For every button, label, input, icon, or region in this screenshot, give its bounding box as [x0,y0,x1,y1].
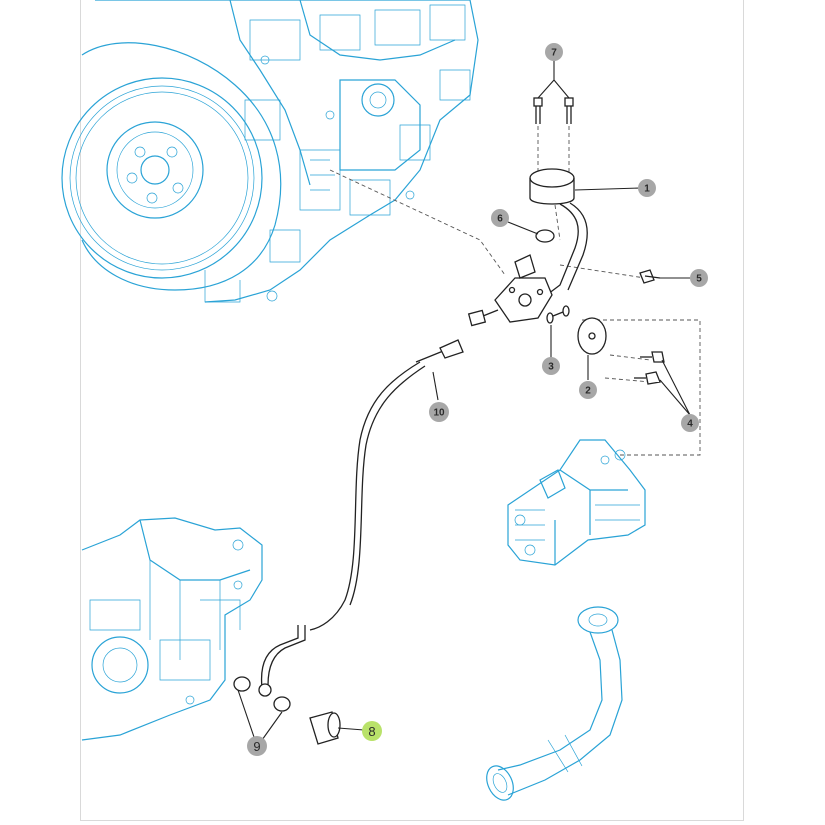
svg-text:6: 6 [497,214,503,225]
svg-text:2: 2 [585,386,591,397]
engine-block [61,0,479,303]
bolt-5 [639,269,661,284]
callout-1[interactable]: 1 [638,179,656,197]
svg-text:9: 9 [253,739,260,754]
callout-4[interactable]: 4 [681,414,699,432]
cover-2 [577,317,607,355]
pipe-flange [467,254,553,327]
washers-9 [233,676,291,712]
transmission-housing [81,517,263,741]
leader-lines [237,60,691,741]
svg-text:10: 10 [433,408,445,419]
hose-10 [258,339,464,697]
pin-3 [546,305,570,324]
callout-7[interactable]: 7 [545,43,563,61]
callout-5[interactable]: 5 [690,269,708,287]
assembly-lines [329,169,701,456]
svg-text:8: 8 [368,724,375,739]
svg-text:3: 3 [548,362,554,373]
svg-text:4: 4 [687,419,693,430]
callout-6[interactable]: 6 [491,209,509,227]
callout-2[interactable]: 2 [579,381,597,399]
suction-pipe [486,606,623,801]
svg-text:1: 1 [644,184,650,195]
diagram-frame [80,0,744,821]
callout-8[interactable]: 8 [362,721,382,741]
hydraulic-pump [507,439,646,566]
callout-10[interactable]: 10 [429,402,449,422]
bolt-pair-7 [533,97,574,172]
callout-9[interactable]: 9 [247,736,267,756]
svg-text:5: 5 [696,274,702,285]
callout-3[interactable]: 3 [542,357,560,375]
bolt-pair-4 [634,351,665,385]
oring-6 [535,229,555,243]
adapter-8 [309,711,341,745]
oil-pickup-1 [529,168,588,301]
svg-text:7: 7 [551,48,557,59]
